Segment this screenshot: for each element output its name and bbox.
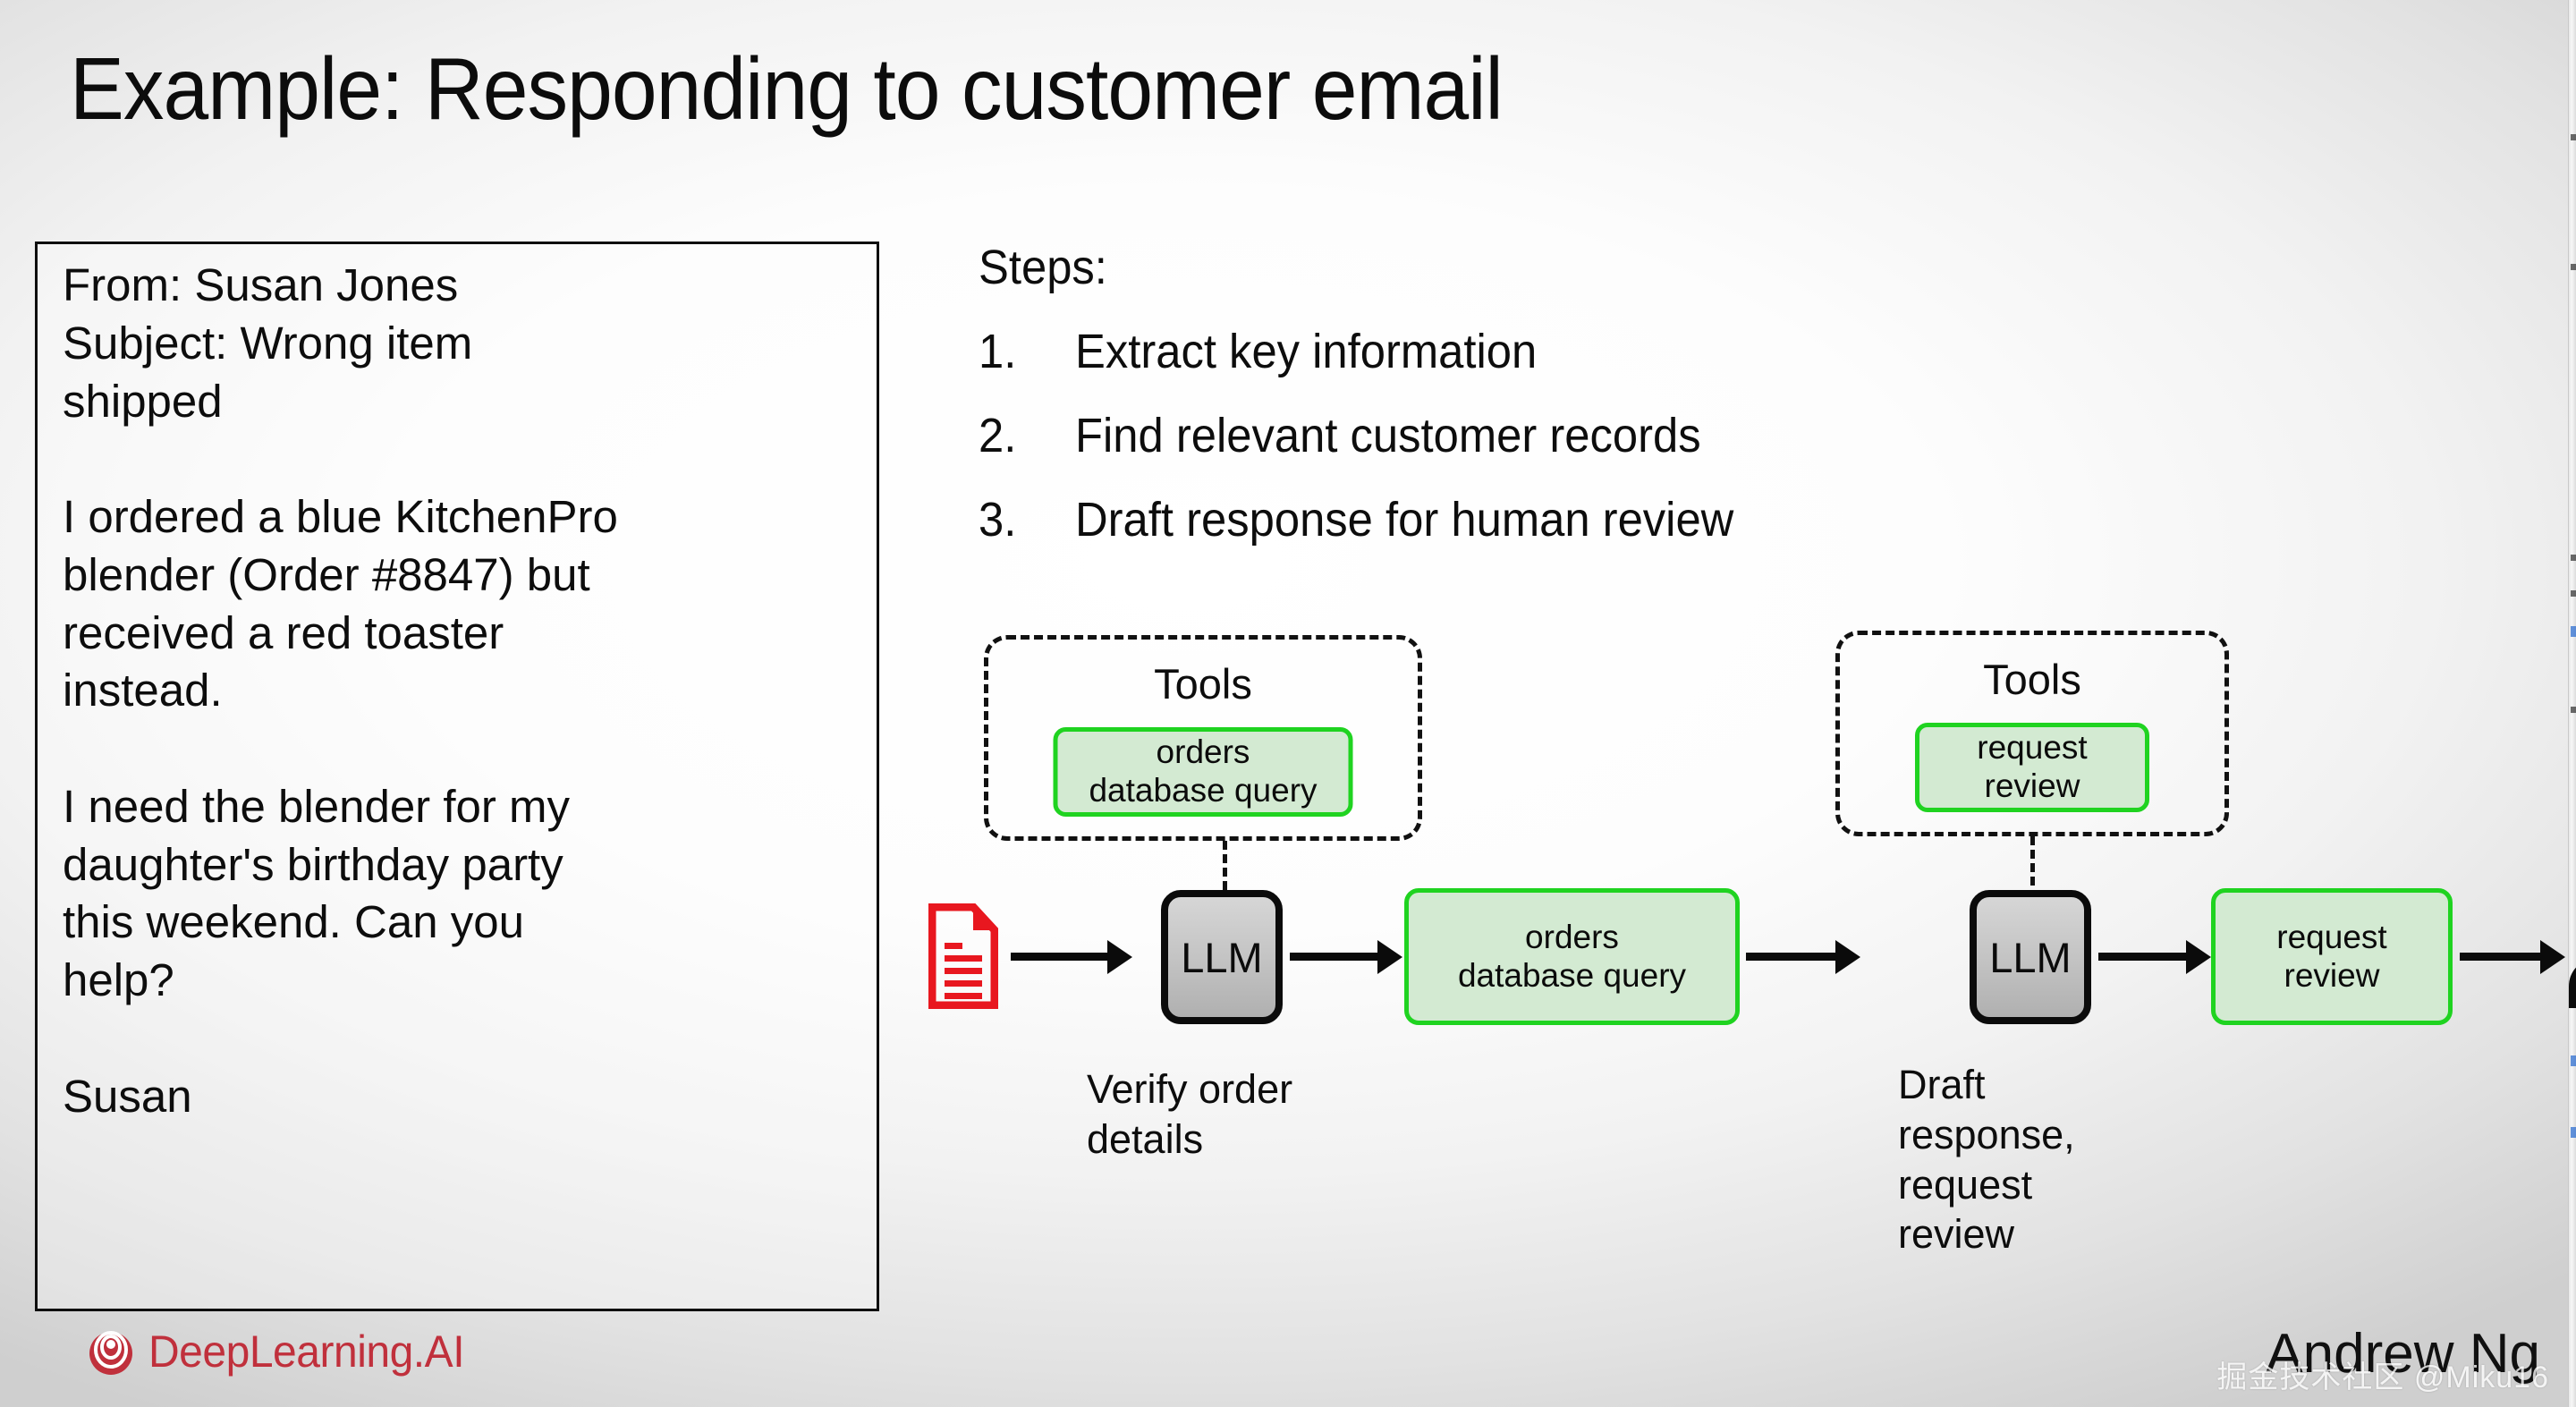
arrow-llm2-to-request-review [2098, 953, 2188, 961]
customer-email-text: From: Susan Jones Subject: Wrong item sh… [63, 259, 618, 1122]
arrow-request-review-to-person [2460, 953, 2542, 961]
watermark-text: 掘金技术社区 @Miku16 [2216, 1360, 2549, 1394]
step-number: 1. [979, 325, 1017, 378]
step-number: 3. [979, 493, 1017, 547]
tool-chip-request-review[interactable]: request review [1915, 723, 2149, 812]
flow-node-request-review[interactable]: request review [2211, 888, 2453, 1025]
list-item: 2. Find relevant customer records [979, 408, 2410, 463]
caption-verify-order-details: Verify order details [1087, 1066, 1293, 1162]
steps-heading: Steps: [979, 241, 1107, 294]
step-number: 2. [979, 409, 1017, 462]
tool-chip-orders-database-query[interactable]: orders database query [1053, 727, 1353, 817]
arrow-llm1-to-orders-query [1290, 953, 1379, 961]
step-text: Draft response for human review [1075, 493, 1734, 547]
tools-2-connector [2030, 836, 2035, 899]
background-window-sliver [2568, 0, 2576, 1407]
step-text: Extract key information [1075, 325, 1538, 378]
author-name: Andrew Ng [2266, 1323, 2540, 1385]
tools-group-2: Tools request review [1835, 631, 2229, 836]
customer-email-card: From: Susan Jones Subject: Wrong item sh… [35, 242, 879, 1311]
arrow-orders-query-to-llm2 [1746, 953, 1837, 961]
tools-group-2-label: Tools [1983, 656, 2081, 703]
document-icon [928, 903, 999, 1013]
page-title: Example: Responding to customer email [70, 39, 1504, 138]
steps-list: 1. Extract key information 2. Find relev… [979, 324, 2410, 576]
deeplearning-ai-wordmark: DeepLearning.AI [148, 1326, 465, 1377]
deeplearning-ai-logo: DeepLearning.AI [86, 1326, 478, 1377]
list-item: 3. Draft response for human review [979, 492, 2410, 547]
llm-node-1[interactable]: LLM [1161, 890, 1283, 1024]
deeplearning-ai-mark-icon [86, 1326, 136, 1377]
tools-1-connector [1223, 841, 1227, 903]
arrow-doc-to-llm1 [1011, 953, 1109, 961]
caption-draft-response-request-review: Draft response, request review [1898, 1062, 2075, 1258]
tools-group-1-label: Tools [1154, 660, 1252, 708]
list-item: 1. Extract key information [979, 324, 2410, 379]
llm-node-2[interactable]: LLM [1970, 890, 2091, 1024]
agentic-workflow-diagram: Tools orders database query Tools reques… [903, 631, 2576, 1342]
tools-group-1: Tools orders database query [984, 635, 1422, 841]
step-text: Find relevant customer records [1075, 409, 1701, 462]
flow-node-orders-database-query[interactable]: orders database query [1404, 888, 1740, 1025]
person-icon [2567, 890, 2576, 1020]
